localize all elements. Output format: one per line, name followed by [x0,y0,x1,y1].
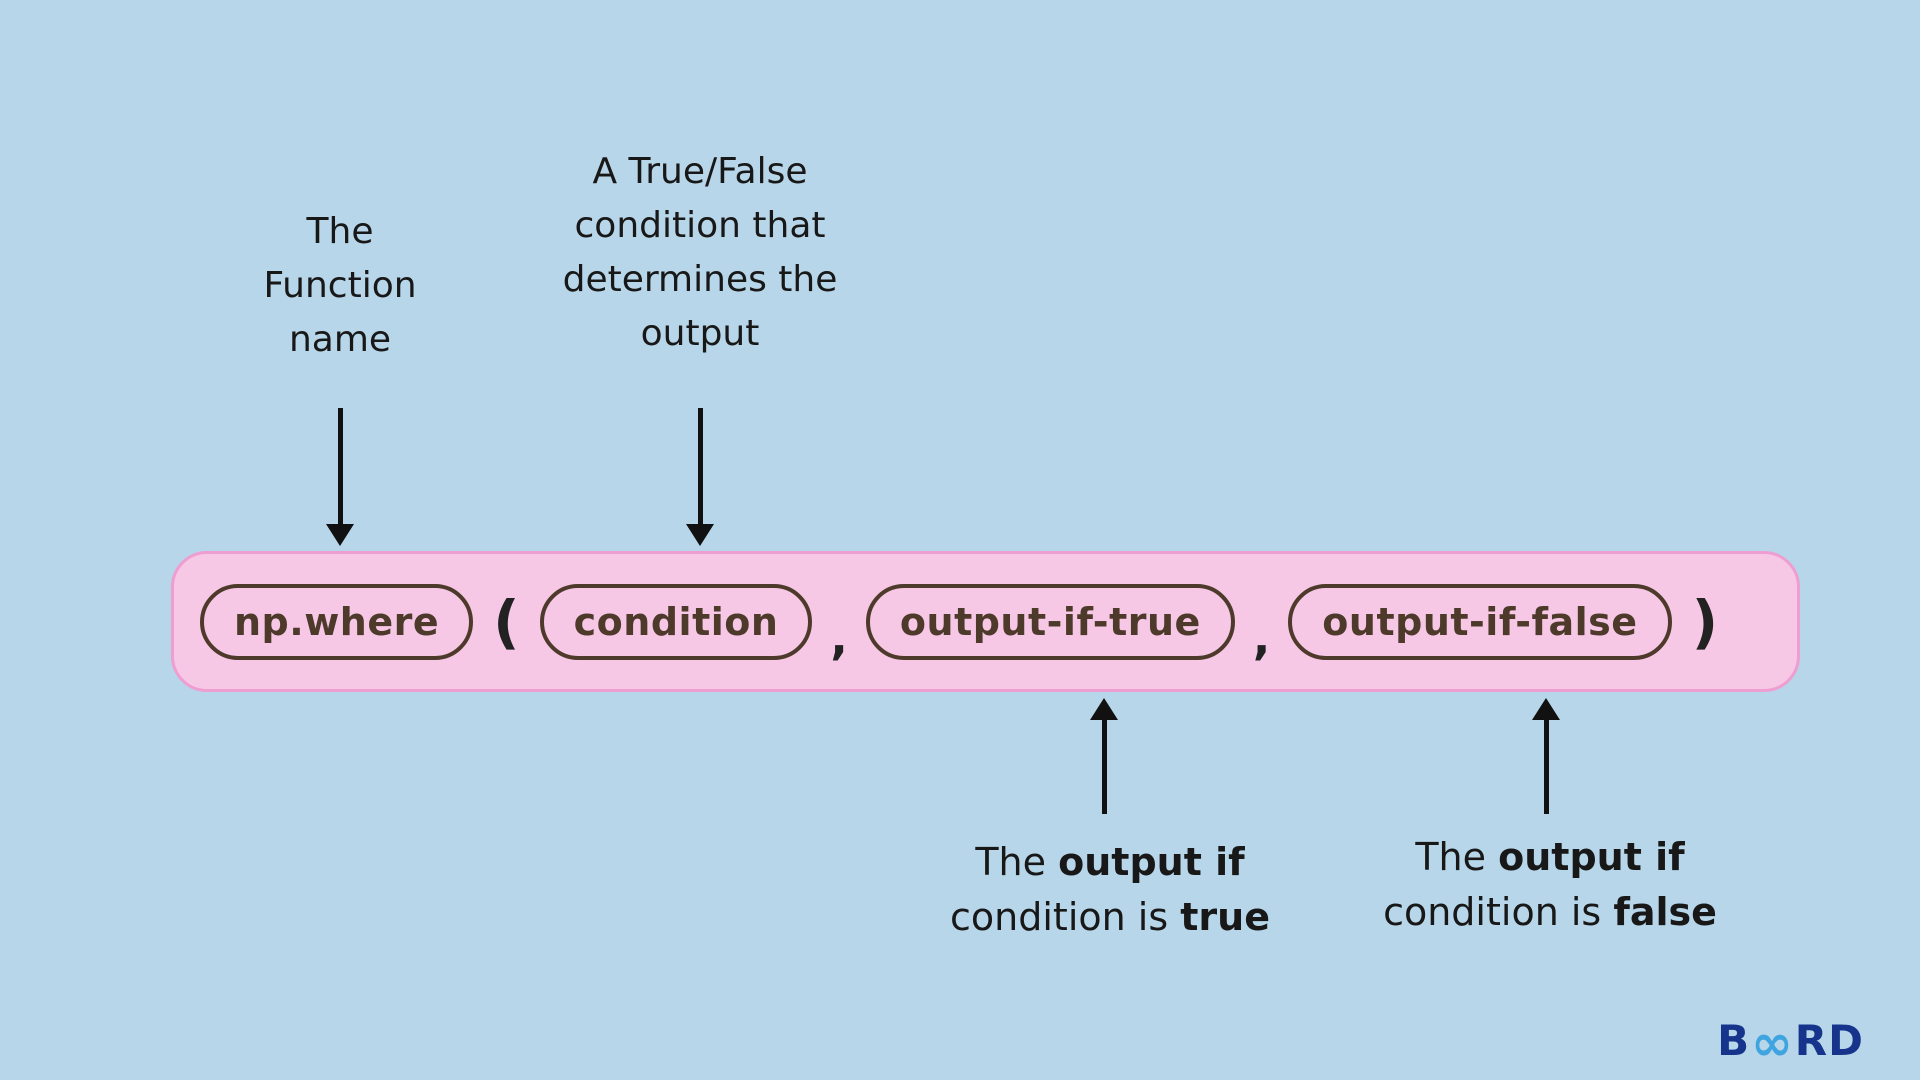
annotation-bold: false [1613,890,1717,935]
board-infinity-logo: B ∞ RD [1717,1014,1864,1072]
arrow-shaft [1101,720,1107,814]
token-condition: condition [539,583,813,660]
arrow-down-function [325,408,355,546]
annotation-bold: true [1180,895,1270,940]
annotation-text: condition is [1383,890,1602,935]
arrow-head-up-icon [1090,698,1118,720]
infinity-icon: ∞ [1751,1014,1794,1072]
comma-2: , [1252,611,1271,665]
arrow-up-output-true [1089,698,1119,814]
annotation-bold: output if [1498,835,1685,879]
arrow-shaft [697,408,703,524]
annotation-text: The [975,840,1047,884]
comma-1: , [830,611,848,665]
arrow-shaft [1543,720,1549,814]
close-paren: ) [1691,587,1719,656]
output-false-annotation: The output if condition is false [1330,830,1770,940]
annotation-text: condition is [950,895,1169,940]
condition-annotation: A True/False condition that determines t… [562,151,838,354]
arrow-head-up-icon [1532,698,1560,720]
token-output-if-false: output-if-false [1288,583,1672,660]
arrow-head-down-icon [686,524,714,546]
open-paren: ( [493,587,520,656]
annotation-text: The [1415,835,1487,879]
arrow-head-down-icon [326,524,354,546]
token-function-name: np.where [200,583,474,660]
output-true-annotation: The output if condition is true [920,835,1300,945]
function-name-annotation: The Function name [263,211,417,360]
arrow-down-condition [685,408,715,546]
arrow-up-output-false [1531,698,1561,814]
logo-letter-b: B [1717,1016,1751,1065]
token-output-if-true: output-if-true [865,583,1235,660]
arrow-shaft [337,408,343,524]
expression-bar: np.where ( condition , output-if-true , … [171,551,1800,692]
logo-letters-rd: RD [1794,1016,1864,1065]
annotation-bold: output if [1058,840,1245,884]
